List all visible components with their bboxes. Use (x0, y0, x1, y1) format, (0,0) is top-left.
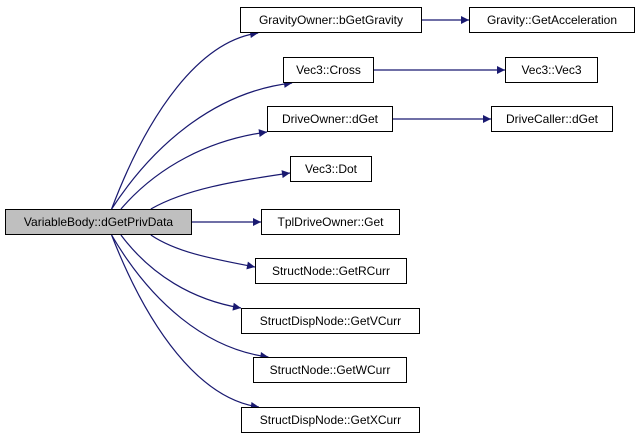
node-vec3-vec3[interactable]: Vec3::Vec3 (505, 57, 598, 83)
edge-root-to-n4 (150, 170, 291, 210)
node-driveowner-dget[interactable]: DriveOwner::dGet (267, 106, 393, 132)
edge-root-to-n6 (150, 234, 256, 270)
edge-root-to-n1 (111, 30, 259, 210)
node-structnode-getwcurr[interactable]: StructNode::GetWCurr (253, 357, 407, 383)
edge-root-to-n3 (120, 129, 268, 210)
edge-root-to-n2 (111, 79, 293, 210)
node-structnode-getrcurr[interactable]: StructNode::GetRCurr (255, 258, 407, 284)
edge-root-to-n9 (111, 234, 259, 410)
node-variablebody-dgetprivdata[interactable]: VariableBody::dGetPrivData (5, 209, 192, 235)
node-structdispnode-getxcurr[interactable]: StructDispNode::GetXCurr (241, 407, 420, 433)
node-gravity-getacceleration[interactable]: Gravity::GetAcceleration (469, 7, 635, 33)
node-structdispnode-getvcurr[interactable]: StructDispNode::GetVCurr (241, 308, 420, 334)
node-gravityowner-bgetgravity[interactable]: GravityOwner::bGetGravity (240, 7, 422, 33)
edge-root-to-n7 (120, 234, 242, 311)
node-tpldriveowner-get[interactable]: TplDriveOwner::Get (261, 209, 400, 235)
edge-root-to-n8 (111, 234, 269, 360)
node-vec3-dot[interactable]: Vec3::Dot (290, 156, 372, 182)
node-drivecaller-dget[interactable]: DriveCaller::dGet (491, 106, 613, 132)
node-vec3-cross[interactable]: Vec3::Cross (283, 57, 374, 83)
